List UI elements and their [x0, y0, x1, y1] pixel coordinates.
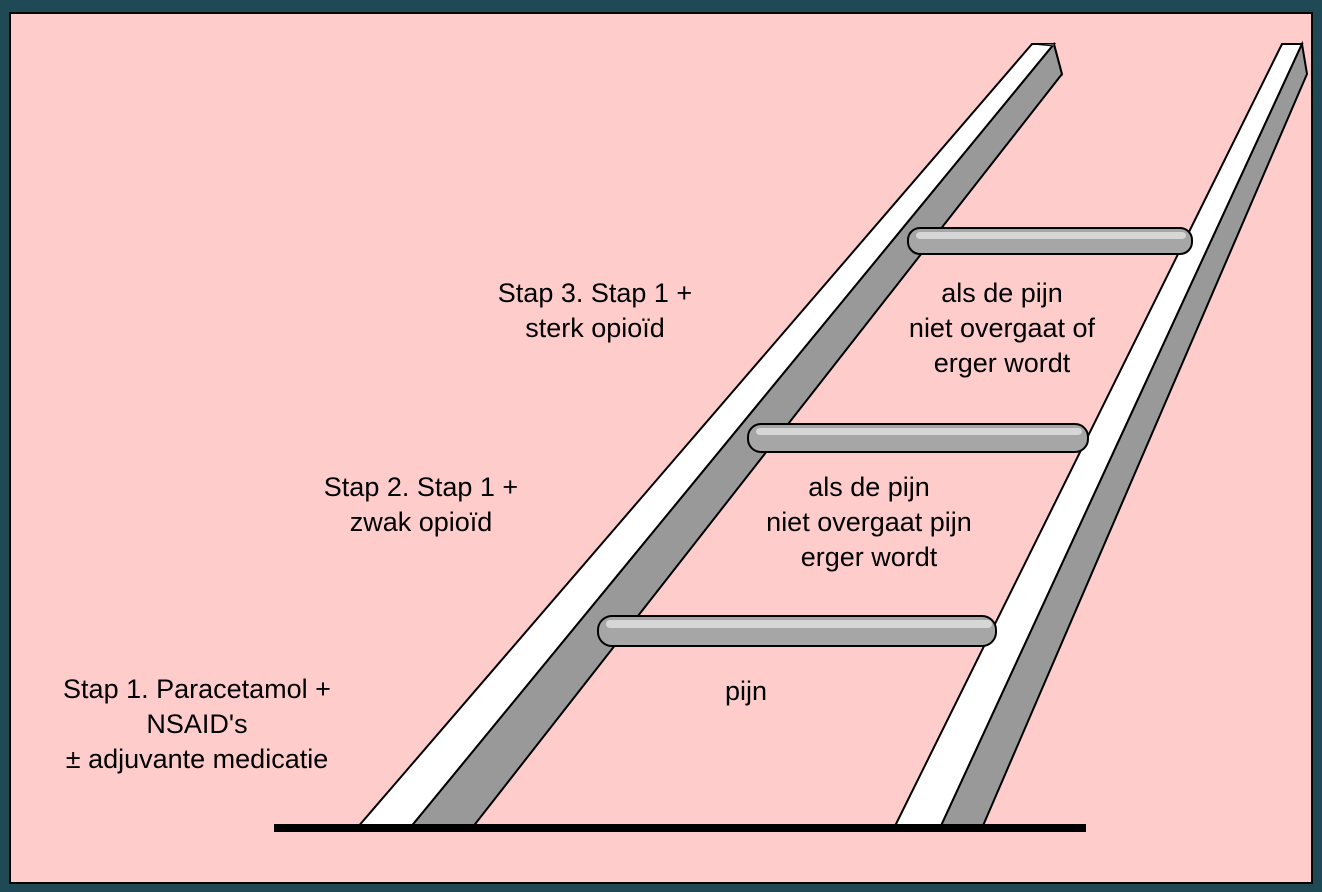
- condition-top-line-2: niet overgaat of: [908, 313, 1096, 343]
- condition-middle-line-3: erger wordt: [800, 542, 938, 572]
- ladder-rung-middle: [747, 423, 1089, 453]
- condition-top-line-3: erger wordt: [933, 348, 1071, 378]
- step-3-line-1: Stap 3. Stap 1 +: [497, 278, 693, 308]
- condition-middle-line-2: niet overgaat pijn: [766, 507, 972, 537]
- ladder-rung-bottom: [597, 615, 997, 647]
- step-1-line-2: NSAID's: [146, 709, 248, 739]
- step-1-line-1: Stap 1. Paracetamol +: [63, 674, 331, 704]
- condition-middle-line-1: als de pijn: [808, 472, 930, 502]
- ladder-rung-top: [907, 227, 1193, 255]
- step-3-line-2: sterk opioïd: [525, 313, 665, 343]
- step-2-line-1: Stap 2. Stap 1 +: [323, 472, 519, 502]
- condition-bottom-line-1: pijn: [724, 676, 768, 706]
- step-3-label: Stap 3. Stap 1 + sterk opioïd: [447, 276, 743, 346]
- step-1-line-3: ± adjuvante medicatie: [65, 744, 329, 774]
- step-2-line-2: zwak opioïd: [349, 507, 493, 537]
- step-1-label: Stap 1. Paracetamol + NSAID's ± adjuvant…: [11, 672, 383, 777]
- condition-top-line-1: als de pijn: [941, 278, 1063, 308]
- condition-middle-label: als de pijn niet overgaat pijn erger wor…: [709, 470, 1029, 575]
- condition-top-label: als de pijn niet overgaat of erger wordt: [857, 276, 1147, 381]
- condition-bottom-label: pijn: [691, 674, 801, 709]
- step-2-label: Stap 2. Stap 1 + zwak opioïd: [273, 470, 569, 540]
- ground-line: [274, 824, 1086, 832]
- diagram-frame: Stap 1. Paracetamol + NSAID's ± adjuvant…: [9, 12, 1313, 884]
- pain-ladder-diagram: [11, 14, 1311, 882]
